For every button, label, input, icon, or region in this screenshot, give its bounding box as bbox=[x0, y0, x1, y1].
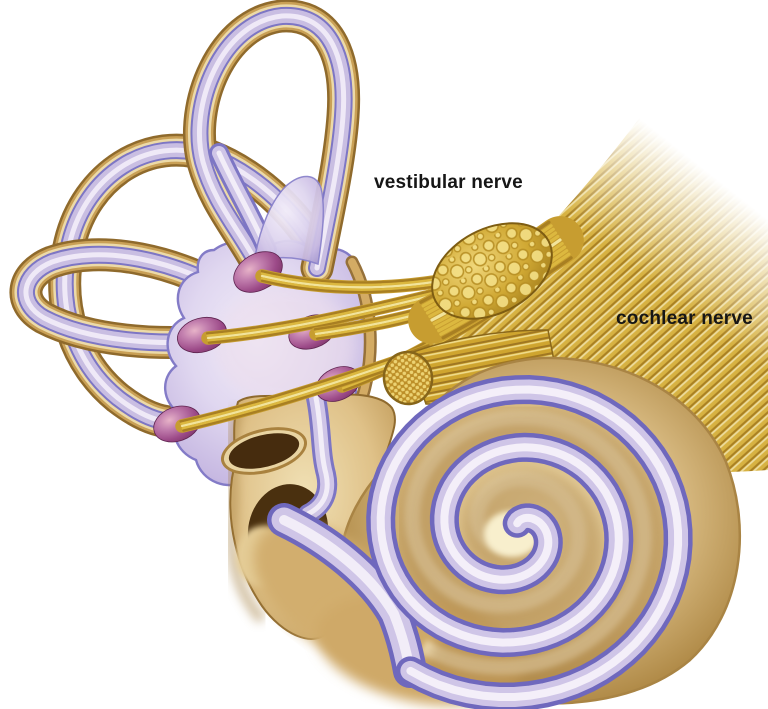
posterior-semicircular-canal bbox=[48, 133, 327, 439]
vestibular-ganglion bbox=[431, 222, 553, 320]
anterior-semicircular-canal bbox=[183, 0, 361, 289]
label-vestibular-nerve: vestibular nerve bbox=[374, 172, 523, 193]
tube-layer bbox=[62, 147, 313, 425]
oval-window-opening bbox=[228, 433, 300, 469]
tube-layer bbox=[376, 385, 683, 701]
label-cochlear-nerve: cochlear nerve bbox=[616, 308, 753, 329]
tube-layer bbox=[197, 13, 347, 275]
tube-layer bbox=[305, 395, 330, 517]
stump-face-rim bbox=[382, 350, 434, 406]
stump-face-axons bbox=[383, 352, 433, 404]
canal-confluence bbox=[253, 175, 325, 266]
ganglion-cells bbox=[432, 223, 552, 319]
ganglion-rim bbox=[431, 222, 553, 320]
saccular-duct bbox=[298, 388, 338, 524]
tube-layer bbox=[279, 515, 415, 676]
oval-window bbox=[220, 427, 308, 475]
cochlear-duct-tail bbox=[267, 503, 427, 688]
cochlear-duct-spiral bbox=[366, 374, 693, 709]
lateral-semicircular-canal bbox=[9, 238, 259, 359]
tube-layer bbox=[23, 252, 245, 345]
cochlea bbox=[253, 356, 741, 709]
